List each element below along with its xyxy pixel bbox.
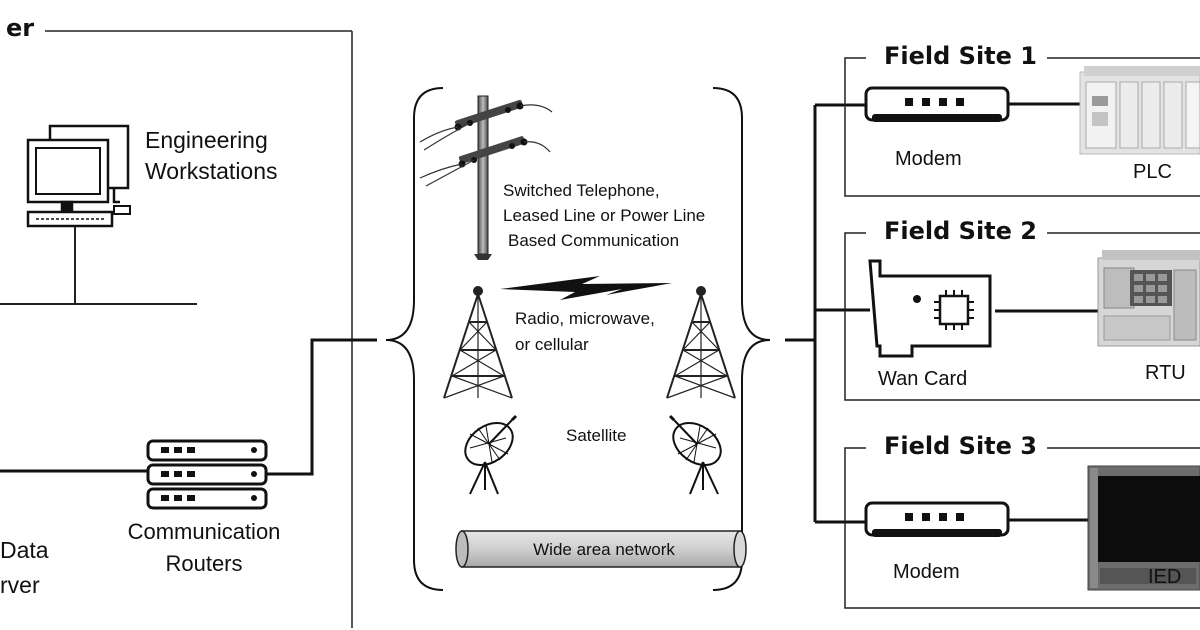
telephone-label-line-2: Leased Line or Power Line xyxy=(503,206,706,225)
plc-icon xyxy=(1079,66,1200,155)
field-site-1-device-label: PLC xyxy=(1133,161,1172,183)
workstations-label-line-2: Workstations xyxy=(145,158,278,184)
router-icon xyxy=(146,439,268,510)
field-site-1-comm-label: Modem xyxy=(895,148,962,170)
field-site-3-comm-label: Modem xyxy=(893,561,960,583)
wan-card-icon xyxy=(868,259,992,358)
server-label-line-2: rver xyxy=(0,572,40,598)
field-site-2-device-label: RTU xyxy=(1145,362,1186,384)
rtu-icon xyxy=(1097,250,1200,347)
workstation-icon xyxy=(26,124,131,228)
utility-pole-icon xyxy=(419,95,553,260)
field-site-3-title: Field Site 3 xyxy=(874,432,1047,460)
field-site-links xyxy=(785,102,1100,524)
satellite-label: Satellite xyxy=(566,426,627,445)
control-center-frame xyxy=(45,30,353,628)
control-center-title: er xyxy=(0,14,45,42)
field-site-2-comm-label: Wan Card xyxy=(878,368,968,390)
routers-label-line-1: Communication xyxy=(127,519,281,544)
ied-icon xyxy=(1087,465,1200,591)
field-site-1-title: Field Site 1 xyxy=(874,42,1047,70)
wide-area-network-label: Wide area network xyxy=(533,540,675,559)
radio-label-line-1: Radio, microwave, xyxy=(515,309,655,328)
workstations-label-line-1: Engineering xyxy=(145,127,268,153)
telephone-label-line-1: Switched Telephone, xyxy=(503,181,660,200)
field-site-2-title: Field Site 2 xyxy=(874,217,1047,245)
router-wan-line xyxy=(266,338,377,476)
wide-area-network-pipe xyxy=(455,530,747,568)
radio-tower-icon xyxy=(443,286,513,399)
radio-tower-icon xyxy=(666,286,736,399)
satellite-dish-icon xyxy=(668,414,722,495)
field-site-frames xyxy=(844,57,1200,609)
wan-right-brace xyxy=(712,87,771,591)
routers-label-line-2: Routers xyxy=(165,551,243,576)
server-label-line-1: Data xyxy=(0,537,49,563)
field-site-3-device-label: IED xyxy=(1148,566,1182,588)
modem-icon xyxy=(864,86,1010,122)
radio-label-line-2: or cellular xyxy=(515,335,589,354)
lightning-icon xyxy=(500,276,672,300)
satellite-dish-icon xyxy=(464,414,518,495)
telephone-label-line-3: Based Communication xyxy=(508,231,680,250)
wan-left-brace xyxy=(385,87,444,591)
modem-icon xyxy=(864,501,1010,537)
